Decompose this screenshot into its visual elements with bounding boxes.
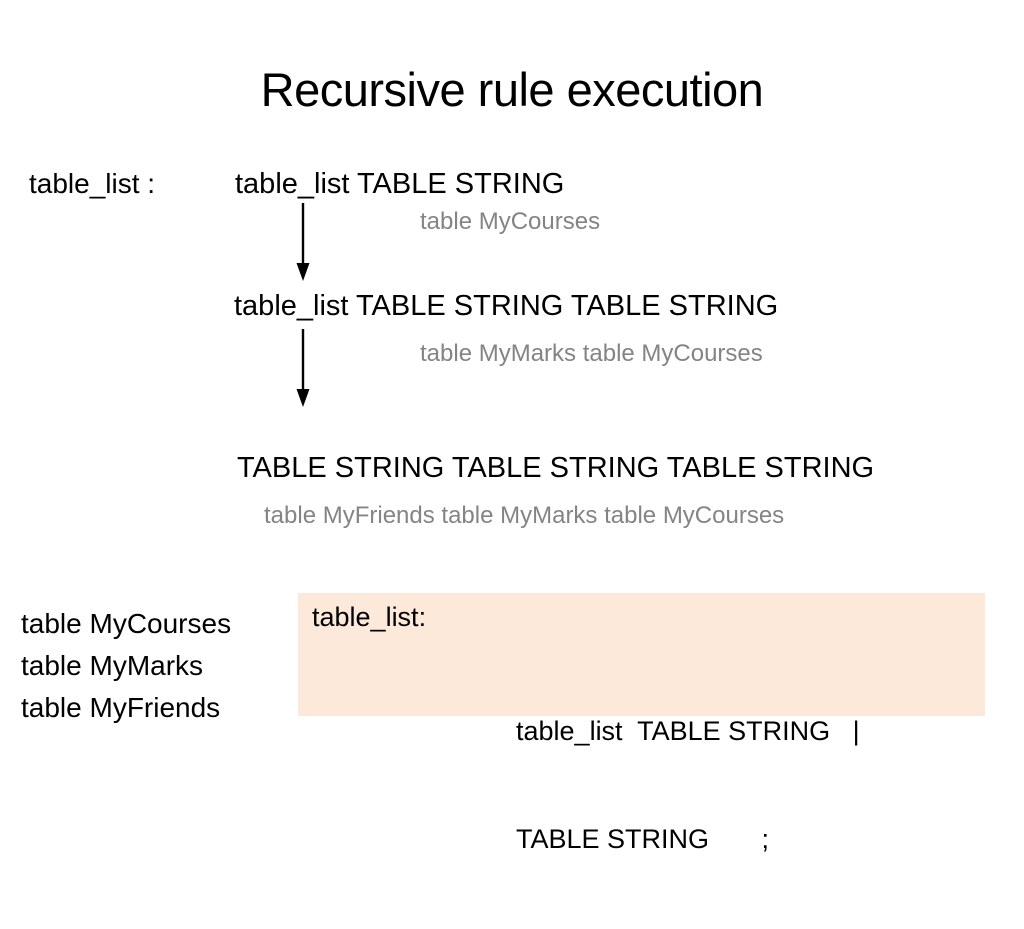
grammar-rule-alternative-1: table_list TABLE STRING | [516, 716, 860, 746]
derivation-step-3-annotations: table MyFriends table MyMarks table MyCo… [264, 502, 785, 529]
grammar-rule-box: table_list: table_list TABLE STRING | TA… [298, 593, 985, 854]
derivation-arrow-1-icon [292, 203, 314, 281]
grammar-rule-name: table_list: [312, 602, 427, 632]
grammar-rule-alternative-2: TABLE STRING ; [516, 824, 770, 854]
derivation-step-1-sentential-form: table_list TABLE STRING [235, 168, 565, 200]
input-token-line: table MyMarks [21, 650, 204, 681]
derivation-arrow-2-icon [292, 329, 314, 407]
derivation-step-1-annotations: table MyCourses [420, 208, 601, 235]
page-title: Recursive rule execution [260, 63, 764, 116]
input-token-line: table MyFriends [21, 692, 221, 723]
derivation-step-2-annotations: table MyMarks table MyCourses [420, 340, 763, 367]
derivation-step-3-sentential-form: TABLE STRING TABLE STRING TABLE STRING [237, 452, 875, 484]
derivation-step-2-sentential-form: table_list TABLE STRING TABLE STRING [234, 290, 779, 322]
grammar-rule-alternatives: table_list TABLE STRING | TABLE STRING ; [516, 641, 860, 929]
derivation-diagram: table_list : table_list TABLE STRING tab… [29, 168, 875, 529]
rule-lhs-label: table_list : [29, 168, 156, 199]
input-token-line: table MyCourses [21, 608, 232, 639]
input-token-list: table MyCourses table MyMarks table MyFr… [21, 603, 231, 729]
